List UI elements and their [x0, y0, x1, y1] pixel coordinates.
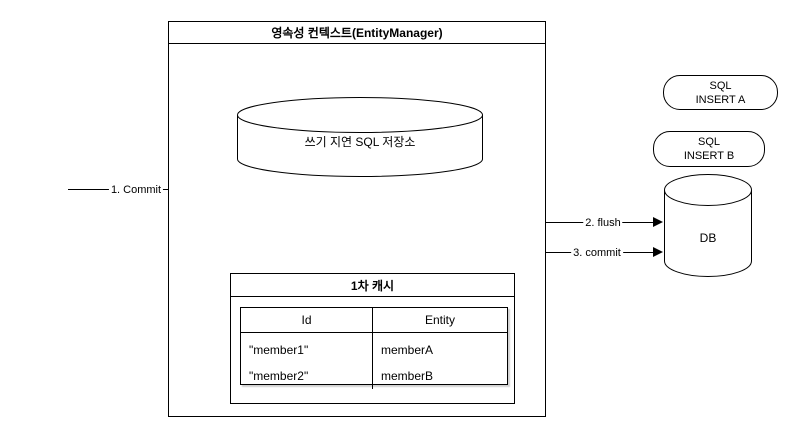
sql-insert-a-box: SQL INSERT A: [663, 75, 778, 110]
cylinder-shape-icon: [237, 97, 483, 177]
db-label: DB: [699, 231, 717, 245]
sql-store-label: 쓰기 지연 SQL 저장소: [304, 135, 416, 149]
cache-table-header-entity: Entity: [424, 313, 455, 327]
cache-table: Id Entity "member1" "member2" memberA me…: [240, 307, 508, 389]
cache-table-entity-column: memberA memberB: [373, 333, 507, 389]
sql-insert-a-line1: SQL: [709, 79, 732, 92]
table-cell-entity-2: memberB: [381, 369, 434, 383]
cache-table-header-row: Id Entity: [241, 308, 507, 333]
sql-insert-b-line2: INSERT B: [683, 150, 735, 162]
sql-store-cylinder: 쓰기 지연 SQL 저장소: [237, 97, 483, 177]
flush-arrow-label: 2. flush: [583, 217, 623, 229]
cylinder-shape-icon: [664, 174, 752, 277]
entity-manager-title: 영속성 컨텍스트(EntityManager): [169, 22, 545, 44]
db-cylinder: DB: [664, 174, 752, 277]
table-cell-entity-1: memberA: [381, 343, 434, 357]
cache-table-header-id: Id: [241, 308, 373, 332]
commit2-arrowhead-icon: [653, 247, 663, 257]
sql-insert-b-line1: SQL: [697, 136, 720, 148]
commit-arrow-label: 1. Commit: [108, 184, 164, 196]
sql-insert-a-line2: INSERT A: [695, 93, 746, 106]
table-cell-id-1: "member1": [249, 343, 309, 357]
cache-table-body: "member1" "member2" memberA memberB: [241, 333, 507, 389]
sql-insert-b-box: SQL INSERT B: [653, 131, 765, 167]
cache-table-id-column: "member1" "member2": [241, 333, 373, 389]
flush-arrowhead-icon: [653, 217, 663, 227]
table-cell-id-2: "member2": [249, 369, 309, 383]
first-level-cache-title: 1차 캐시: [231, 274, 514, 297]
commit2-arrow-label: 3. commit: [571, 247, 623, 259]
